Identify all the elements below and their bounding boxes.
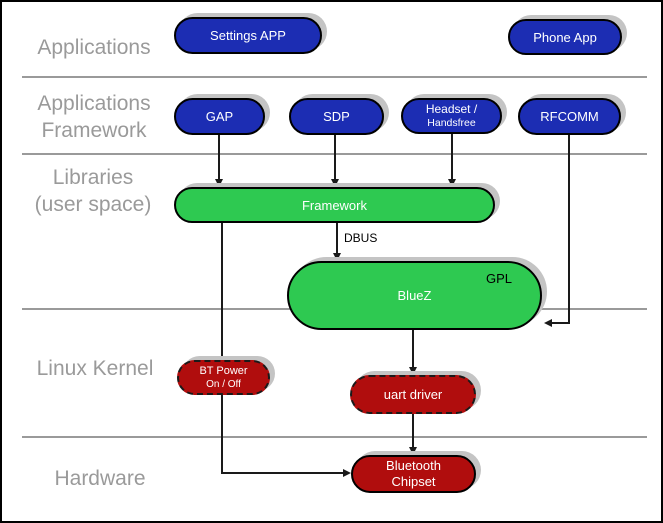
arrowhead-rfcomm-to-bluez	[544, 319, 552, 327]
edge-framework-to-chipset-horizontal	[221, 472, 345, 474]
node-framework: Framework	[174, 187, 495, 223]
layer-label-applications-framework: Applications Framework	[37, 92, 151, 142]
node-phone-app: Phone App	[508, 19, 622, 55]
arrowhead-framework-to-chipset	[343, 469, 351, 477]
node-bluetooth-chipset-line1: Bluetooth	[386, 458, 441, 473]
node-bluetooth-chipset: Bluetooth Chipset	[351, 455, 476, 493]
node-headset-line1: Headset /	[425, 102, 478, 116]
edge-rfcomm-to-bluez	[551, 322, 570, 324]
node-bluez-gpl-badge: GPL	[485, 271, 512, 286]
node-bluetooth-chipset-line2: Chipset	[391, 474, 436, 489]
layer-label-linux-kernel: Linux Kernel	[36, 357, 154, 380]
edge-sdp-to-framework	[334, 135, 336, 183]
arrowhead-framework-to-bluez	[333, 253, 341, 261]
node-headset-line2: Handsfree	[427, 117, 476, 129]
layer-label-applications: Applications	[37, 36, 151, 59]
arrowhead-bluez-to-uart	[409, 367, 417, 375]
layer-label-libraries-user-space: Libraries (user space)	[34, 166, 152, 216]
edge-gap-to-framework	[218, 135, 220, 183]
node-uart-driver-label: uart driver	[383, 387, 443, 402]
edge-framework-to-chipset-vertical	[221, 222, 223, 474]
node-headset-handsfree: Headset / Handsfree	[401, 98, 502, 134]
node-phone-app-label: Phone App	[533, 29, 597, 45]
node-uart-driver: uart driver	[350, 375, 476, 414]
node-bt-power-line1: BT Power	[199, 365, 248, 377]
dbus-edge-label: DBUS	[344, 231, 378, 245]
arrowhead-headset-to-framework	[448, 179, 456, 187]
node-bluez: GPL BlueZ	[287, 261, 542, 330]
node-bluez-label: BlueZ	[397, 288, 432, 303]
layer-divider-4	[22, 436, 647, 438]
node-bt-power-on-off: BT Power On / Off	[177, 360, 270, 395]
node-settings-app-label: Settings APP	[210, 28, 286, 43]
node-settings-app: Settings APP	[174, 17, 322, 54]
node-gap: GAP	[174, 98, 265, 135]
node-bt-power-line2: On / Off	[206, 379, 241, 390]
edge-framework-to-bluez-dbus	[336, 223, 338, 257]
node-sdp: SDP	[289, 98, 384, 135]
node-sdp-label: SDP	[323, 109, 350, 124]
node-rfcomm-label: RFCOMM	[540, 109, 599, 124]
layer-label-hardware: Hardware	[54, 467, 146, 490]
arrowhead-sdp-to-framework	[331, 179, 339, 187]
edge-rfcomm-vertical	[568, 135, 570, 324]
arrowhead-uart-to-chipset	[409, 447, 417, 455]
node-rfcomm: RFCOMM	[518, 98, 621, 135]
edge-headset-to-framework	[451, 134, 453, 183]
node-framework-label: Framework	[301, 197, 367, 213]
node-gap-label: GAP	[205, 109, 234, 124]
edge-uart-to-chipset	[412, 414, 414, 451]
layer-divider-1	[22, 76, 647, 78]
edge-bluez-to-uart	[412, 330, 414, 371]
arrowhead-gap-to-framework	[215, 179, 223, 187]
